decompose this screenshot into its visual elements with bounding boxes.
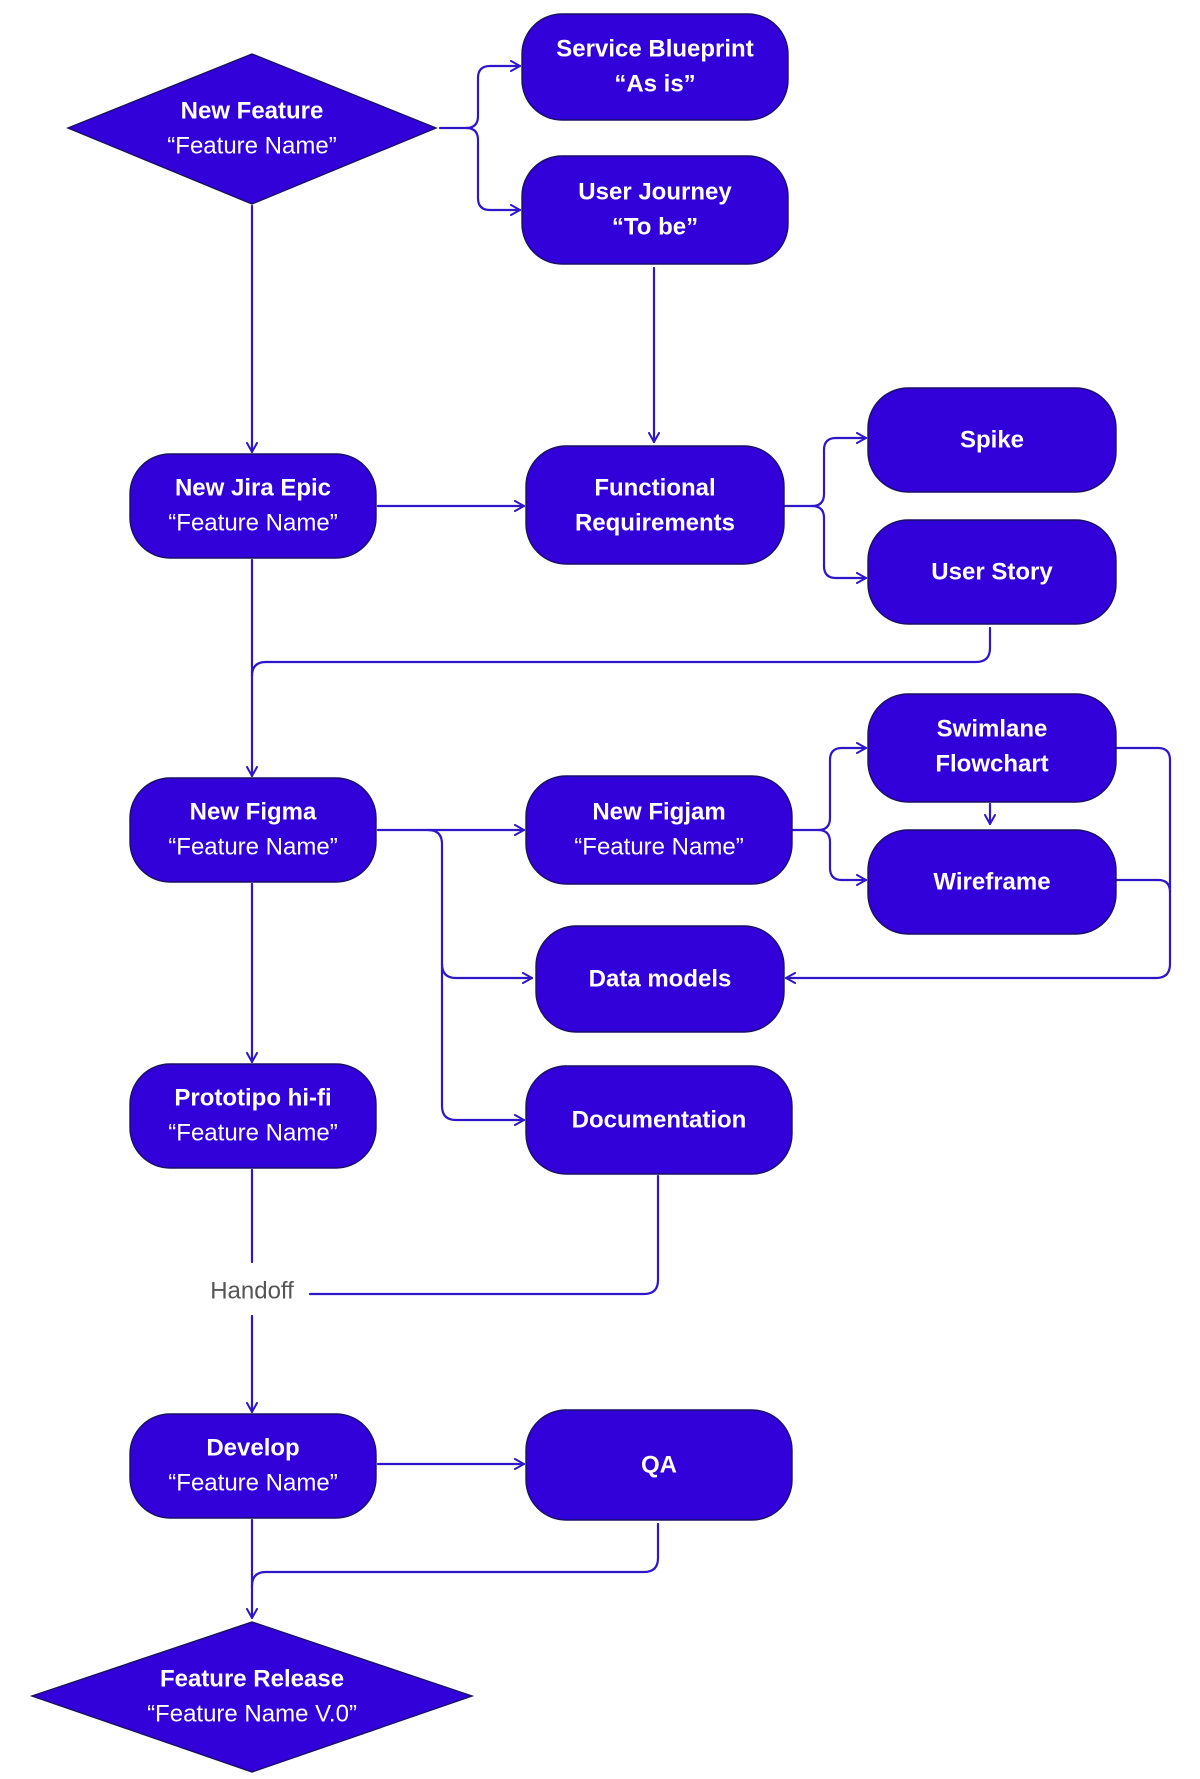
node-shape <box>525 775 793 885</box>
connector-figjam-to-wireframe <box>816 828 868 886</box>
node-shape <box>525 1409 793 1521</box>
node-title: Develop <box>206 1434 299 1461</box>
node-subtitle: Flowchart <box>935 750 1048 777</box>
node-shape <box>129 1413 377 1519</box>
node-shape <box>521 13 789 121</box>
connector-userstory-to-main <box>250 626 992 678</box>
connector-swimlane-to-datamodels <box>784 746 1172 984</box>
node-swimlane-flowchart[interactable]: Swimlane Flowchart <box>867 693 1117 803</box>
node-title: New Feature <box>181 97 324 124</box>
connector-feature-to-journey <box>464 126 522 216</box>
node-subtitle: “Feature Name” <box>168 833 337 860</box>
node-shape <box>129 453 377 559</box>
node-shape <box>867 519 1117 625</box>
node-subtitle: “To be” <box>612 213 698 240</box>
node-title: User Story <box>931 558 1053 585</box>
node-user-journey[interactable]: User Journey “To be” <box>521 155 789 265</box>
connectors <box>246 60 1172 1620</box>
connector-qa-to-main <box>250 1522 660 1588</box>
node-title: User Journey <box>578 178 732 205</box>
node-shape <box>525 1065 793 1175</box>
node-new-jira-epic[interactable]: New Jira Epic “Feature Name” <box>129 453 377 559</box>
connector-figjam-to-swimlane <box>790 742 868 832</box>
node-shape <box>129 1063 377 1169</box>
node-data-models[interactable]: Data models <box>535 925 785 1033</box>
node-title: New Figma <box>190 798 317 825</box>
node-shape <box>129 777 377 883</box>
node-shape <box>535 925 785 1033</box>
node-documentation[interactable]: Documentation <box>525 1065 793 1175</box>
connector-requirements-to-userstory <box>810 504 868 584</box>
decision-shape <box>66 53 438 205</box>
node-subtitle: “Feature Name” <box>168 509 337 536</box>
node-title: Documentation <box>572 1106 747 1133</box>
node-wireframe[interactable]: Wireframe <box>867 829 1117 935</box>
node-shape <box>867 693 1117 803</box>
node-title: Spike <box>960 426 1024 453</box>
node-title: New Figjam <box>592 798 725 825</box>
node-subtitle: “Feature Name” <box>167 132 336 159</box>
node-spike[interactable]: Spike <box>867 387 1117 493</box>
node-title: Feature Release <box>160 1665 344 1692</box>
node-shape <box>525 445 785 565</box>
node-prototipo-hifi[interactable]: Prototipo hi-fi “Feature Name” <box>129 1063 377 1169</box>
connector-figma-to-datamodels <box>426 828 534 984</box>
handoff-label: Handoff <box>210 1277 294 1304</box>
node-new-figma[interactable]: New Figma “Feature Name” <box>129 777 377 883</box>
decision-shape <box>29 1621 475 1773</box>
connector-feature-to-blueprint <box>438 60 522 130</box>
node-title: Swimlane <box>937 715 1048 742</box>
node-service-blueprint[interactable]: Service Blueprint “As is” <box>521 13 789 121</box>
node-shape <box>521 155 789 265</box>
node-shape <box>867 387 1117 493</box>
connector-figma-to-documentation <box>440 962 526 1126</box>
node-title: Data models <box>589 965 732 992</box>
node-subtitle: Requirements <box>575 509 735 536</box>
decision-feature-release[interactable]: Feature Release “Feature Name V.0” <box>29 1621 475 1773</box>
node-develop[interactable]: Develop “Feature Name” <box>129 1413 377 1519</box>
node-functional-requirements[interactable]: Functional Requirements <box>525 445 785 565</box>
node-user-story[interactable]: User Story <box>867 519 1117 625</box>
node-title: QA <box>641 1451 677 1478</box>
connector-requirements-to-spike <box>782 432 868 508</box>
node-subtitle: “Feature Name V.0” <box>147 1700 357 1727</box>
node-subtitle: “As is” <box>614 70 695 97</box>
decision-new-feature[interactable]: New Feature “Feature Name” <box>66 53 438 205</box>
node-title: Functional <box>594 474 715 501</box>
node-qa[interactable]: QA <box>525 1409 793 1521</box>
node-shape <box>867 829 1117 935</box>
connector-wireframe-to-datamodels <box>1114 878 1172 894</box>
node-subtitle: “Feature Name” <box>574 833 743 860</box>
node-title: Prototipo hi-fi <box>174 1084 331 1111</box>
node-subtitle: “Feature Name” <box>168 1119 337 1146</box>
node-title: Service Blueprint <box>556 35 753 62</box>
node-subtitle: “Feature Name” <box>168 1469 337 1496</box>
node-title: Wireframe <box>933 868 1050 895</box>
node-new-figjam[interactable]: New Figjam “Feature Name” <box>525 775 793 885</box>
node-title: New Jira Epic <box>175 474 331 501</box>
connector-documentation-to-handoff <box>308 1174 660 1296</box>
